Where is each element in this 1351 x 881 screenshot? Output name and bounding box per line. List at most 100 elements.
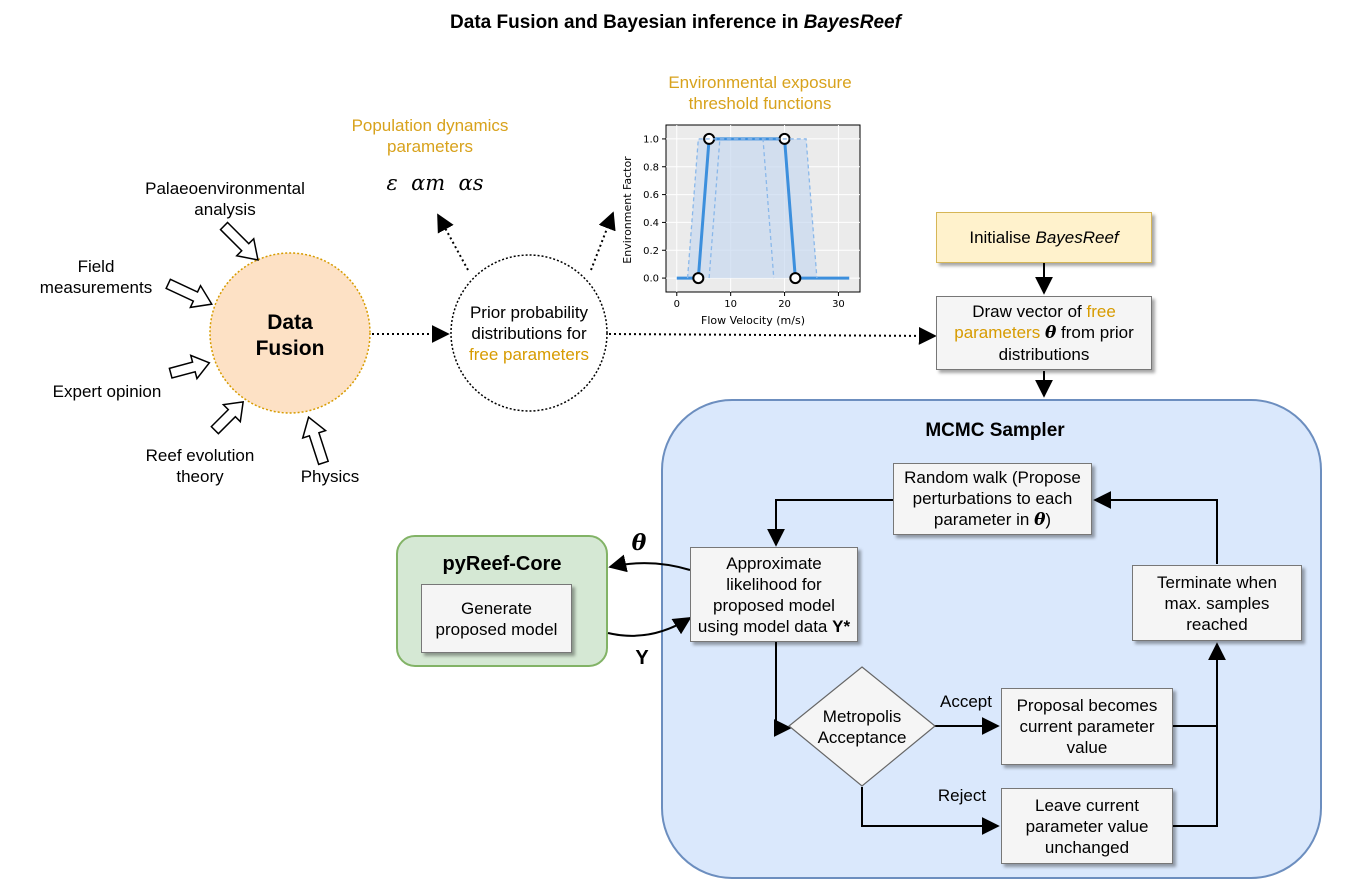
initialise-italic: BayesReef <box>1035 228 1119 247</box>
leave-line2: parameter value <box>1025 816 1149 836</box>
chart-series-dashed-line <box>686 138 818 279</box>
leave-box: Leave current parameter value unchanged <box>1001 788 1173 864</box>
metropolis-line2: Acceptance <box>817 728 907 747</box>
proposal-line1: Proposal becomes <box>1016 696 1158 715</box>
proposal-box: Proposal becomes current parameter value <box>1001 688 1173 765</box>
dotted-connectors <box>372 211 937 345</box>
env-exposure-label: Environmental exposure threshold functio… <box>640 72 880 114</box>
chart-tick-label-x: 20 <box>778 299 791 310</box>
chart-tick-label-y: 0.4 <box>643 218 659 229</box>
chart-envelope-fill <box>687 138 817 279</box>
reef-label: Reef evolution theory <box>130 445 270 487</box>
env-line2: threshold functions <box>688 94 832 113</box>
proposal-line2: current parameter <box>1019 717 1155 736</box>
initialise-text: Initialise <box>969 228 1036 247</box>
data-fusion-circle <box>209 252 371 414</box>
approx-line4b: Y* <box>832 616 851 636</box>
reef-line2: theory <box>176 467 224 486</box>
expert-arrow <box>168 354 211 381</box>
field-line1: Field <box>77 257 115 276</box>
chart-tick-label-x: 10 <box>724 299 737 310</box>
generate-model-box: Generate proposed model <box>421 584 572 653</box>
field-arrow <box>165 278 213 309</box>
terminate-line1: Terminate when <box>1156 572 1277 592</box>
chart-tick-label-x: 30 <box>832 299 845 310</box>
prior-label: Prior probability distributions for free… <box>451 302 607 365</box>
chart-tick-label-y: 0.0 <box>643 274 659 285</box>
chart-tick-label-y: 0.8 <box>643 162 659 173</box>
approx-line2: likelihood for <box>726 574 822 594</box>
theta-arrow-label: θ <box>631 530 647 556</box>
draw-theta: θ <box>1044 323 1057 343</box>
terminate-line3: reached <box>1186 614 1248 634</box>
field-label: Field measurements <box>26 256 166 298</box>
prior-circle <box>450 254 608 412</box>
random-walk-line3a: parameter in <box>933 510 1035 529</box>
data-fusion-line1: Data <box>267 311 313 334</box>
field-line2: measurements <box>39 278 153 297</box>
prior-line1: Prior probability <box>469 303 589 322</box>
metropolis-diamond <box>788 666 936 787</box>
approx-line1: Approximate <box>726 553 822 573</box>
accept-label: Accept <box>940 692 992 711</box>
chart-ylabel: Environment Factor <box>621 156 634 264</box>
draw-line3: distributions <box>998 345 1090 364</box>
metropolis-label: Metropolis Acceptance <box>790 706 934 748</box>
prior-line3: free parameters <box>469 345 589 364</box>
terminate-box: Terminate when max. samples reached <box>1132 565 1302 641</box>
population-label: Population dynamics parameters <box>330 115 530 157</box>
expert-label: Expert opinion <box>52 382 162 401</box>
chart-tick-label-x: 0 <box>674 299 680 310</box>
reef-line1: Reef evolution <box>145 446 255 465</box>
source-arrows <box>165 221 330 466</box>
reject-label: Reject <box>937 786 987 805</box>
data-fusion-line2: Fusion <box>255 337 325 360</box>
generate-line2: proposed model <box>435 619 558 639</box>
random-walk-theta: θ <box>1034 510 1046 530</box>
title-main: Data Fusion and Bayesian inference in <box>450 12 804 33</box>
random-walk-line2: perturbations to each <box>912 489 1073 508</box>
generate-line1: Generate <box>461 598 532 618</box>
y-arrow-label: Y <box>635 647 649 669</box>
chart-xlabel: Flow Velocity (m/s) <box>701 314 805 327</box>
draw-line1a: Draw vector of <box>972 302 1087 321</box>
reef-arrow <box>210 400 245 435</box>
chart-series-dashed-line <box>708 138 775 279</box>
approx-line3: proposed model <box>713 595 835 615</box>
terminate-line2: max. samples <box>1164 593 1270 613</box>
chart-fill-areas <box>687 138 817 279</box>
approx-likelihood-box: Approximate likelihood for proposed mode… <box>690 547 858 642</box>
population-line1: Population dynamics <box>351 116 509 135</box>
physics-label: Physics <box>300 467 360 486</box>
env-line1: Environmental exposure <box>668 73 852 92</box>
prior-line2: distributions for <box>471 324 587 343</box>
palaeo-line2: analysis <box>194 200 256 219</box>
leave-line3: unchanged <box>1044 837 1130 857</box>
palaeo-arrow <box>219 221 259 261</box>
palaeo-label: Palaeoenvironmental analysis <box>110 178 340 220</box>
physics-arrow <box>301 415 330 466</box>
metropolis-line1: Metropolis <box>822 707 902 726</box>
data-fusion-label: Data Fusion <box>210 310 370 362</box>
proposal-line3: value <box>1066 738 1108 757</box>
draw-vector-box: Draw vector of free parameters θ from pr… <box>936 296 1152 370</box>
chart-point-marker <box>692 272 705 285</box>
chart-tick-label-y: 0.6 <box>643 190 659 201</box>
chart-tick-label-y: 0.2 <box>643 246 659 257</box>
random-walk-box: Random walk (Propose perturbations to ea… <box>893 463 1092 535</box>
draw-line1b: free <box>1086 302 1116 321</box>
pyreef-title: pyReef-Core <box>442 553 562 575</box>
draw-line2a: parameters <box>954 323 1041 342</box>
chart-point-marker <box>789 272 802 285</box>
population-symbols: ε αm αs <box>386 171 484 195</box>
title-italic: BayesReef <box>803 12 901 33</box>
population-line2: parameters <box>387 137 473 156</box>
random-walk-line1: Random walk (Propose <box>904 468 1081 487</box>
leave-line1: Leave current <box>1035 795 1139 815</box>
chart-series <box>676 132 850 285</box>
draw-line2b: from prior <box>1056 323 1134 342</box>
random-walk-line3b: ) <box>1045 510 1052 529</box>
palaeo-line1: Palaeoenvironmental <box>145 179 305 198</box>
